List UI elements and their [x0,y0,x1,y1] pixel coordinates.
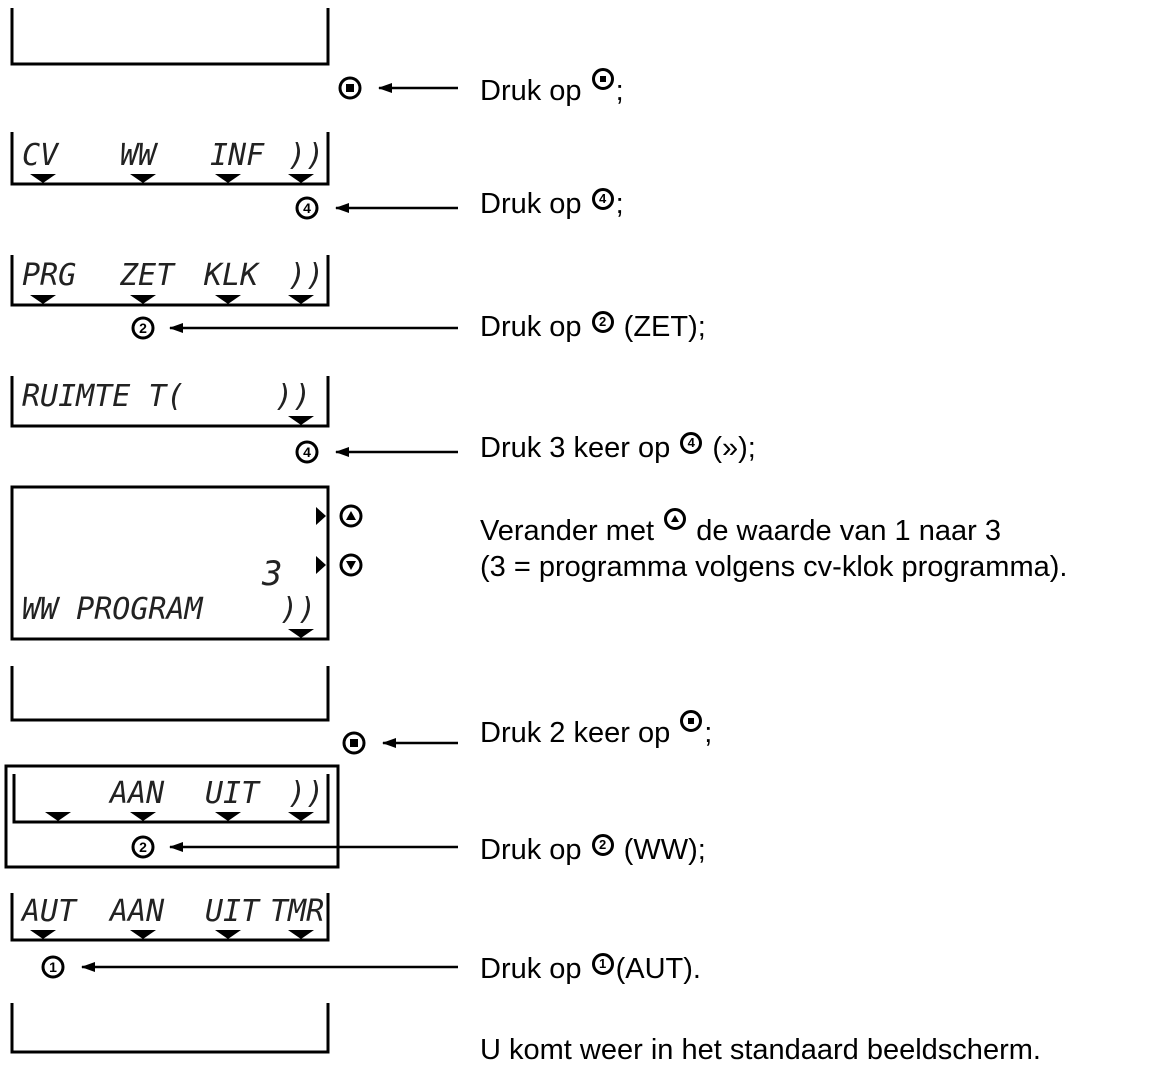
key-2-icon: 2 [591,834,614,856]
lcd-screen-6 [10,666,330,722]
lcd-screen-4 [10,376,330,428]
lcd-label-ww-program: WW PROGRAM [22,592,204,627]
instruction-step-3: Druk op 2 (ZET); [480,311,706,343]
lcd-screen-7-frame [4,764,340,869]
stop-key-icon [680,710,703,732]
lcd-screen-5 [10,485,330,641]
lcd-label-ww: WW [120,138,159,173]
lcd-label-prg: PRG [22,258,76,293]
softkey-marker [130,930,156,939]
softkey-marker [288,930,314,939]
instruction-step-5-note: (3 = programma volgens cv-klok programma… [480,551,1068,583]
svg-text:2: 2 [139,839,147,855]
instruction-step-2: Druk op 4; [480,188,624,220]
softkey-marker [45,812,71,821]
up-key-icon [339,504,363,528]
lcd-screen-2 [10,132,330,186]
lcd-label-inf: INF [210,138,265,173]
softkey-marker [288,629,314,638]
stop-key-icon [342,731,366,755]
lcd-label-cv: CV [22,138,60,173]
up-key-icon [664,508,687,530]
instruction-step-8: Druk op 1(AUT). [480,953,701,985]
key-4-icon: 4 [680,432,703,454]
softkey-marker [288,416,314,425]
key-4-icon [295,196,319,220]
svg-text:1: 1 [49,959,57,975]
instruction-step-4: Druk 3 keer op 4 (»); [480,432,756,464]
lcd-value: 3 [261,554,282,594]
key-1-icon [41,955,65,979]
lcd-screen-7 [12,774,330,824]
lcd-label-tmr: TMR [270,894,324,929]
down-key-icon [339,553,363,577]
instruction-step-5: Verander met de waarde van 1 naar 3 (3 =… [480,508,1067,585]
lcd-label-more: )) [280,592,316,627]
instruction-step-9: U komt weer in het standaard beeldscherm… [480,1034,1041,1066]
softkey-marker [288,812,314,821]
softkey-marker [316,556,326,574]
lcd-label-uit: UIT [205,776,261,811]
key-2-icon [131,316,155,340]
instruction-step-6: Druk 2 keer op ; [480,710,712,751]
svg-text:4: 4 [303,444,311,460]
lcd-screen-1 [10,8,330,66]
key-1-icon: 1 [591,953,614,975]
lcd-screen-3 [10,255,330,307]
svg-text:2: 2 [139,320,147,336]
key-4-icon [295,440,319,464]
key-4-icon: 4 [591,188,614,210]
lcd-label-ruimte: RUIMTE T( [22,379,185,414]
svg-text:4: 4 [303,200,311,216]
lcd-label-aut: AUT [20,894,78,929]
lcd-label-aan: AAN [108,776,165,811]
softkey-marker [316,507,326,525]
instruction-step-7: Druk op 2 (WW); [480,834,706,866]
lcd-screen-9 [10,1003,330,1054]
softkey-marker [215,295,241,304]
lcd-label-klk: KLK [203,258,260,293]
softkey-marker [30,295,56,304]
instruction-step-1: Druk op ; [480,68,624,109]
lcd-label-more: )) [288,138,324,173]
lcd-label-zet: ZET [119,258,176,293]
softkey-marker [215,930,241,939]
softkey-marker [30,930,56,939]
stop-key-icon [591,68,614,90]
softkey-marker [288,174,314,183]
softkey-marker [215,812,241,821]
lcd-label-uit: UIT [205,894,261,929]
key-2-icon: 2 [591,311,614,333]
softkey-marker [130,295,156,304]
lcd-label-aan: AAN [108,894,165,929]
softkey-marker [288,295,314,304]
softkey-marker [130,812,156,821]
stop-key-icon [338,76,362,100]
softkey-marker [30,174,56,183]
lcd-label-more: )) [275,379,311,414]
softkey-marker [130,174,156,183]
lcd-label-more: )) [288,776,324,811]
lcd-label-more: )) [288,258,324,293]
lcd-screen-8 [10,893,330,942]
softkey-marker [215,174,241,183]
key-2-icon [131,835,155,859]
